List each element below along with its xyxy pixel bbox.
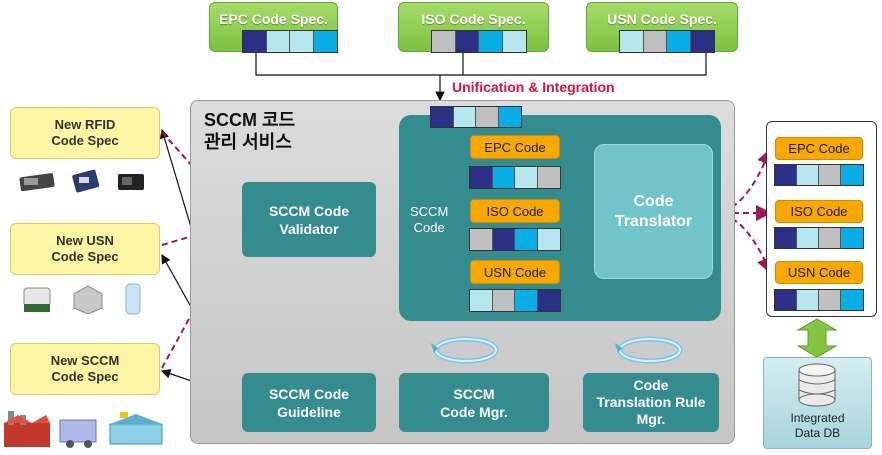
usn-code-cells — [469, 289, 561, 312]
usn-sensor-box-icon — [73, 285, 103, 315]
rfid-module-icon — [72, 169, 100, 193]
mgr-line2: Code Mgr. — [440, 403, 508, 420]
validator-line2: Validator — [279, 220, 339, 237]
code-translator: Code Translator — [594, 144, 713, 279]
usn-sensor-node-icon — [23, 287, 51, 312]
sccm-code-validator: SCCM Code Validator — [242, 182, 376, 257]
new-sccm-code-spec: New SCCM Code Spec — [10, 343, 160, 395]
new-usn-code-spec: New USN Code Spec — [10, 223, 160, 275]
usn-sensor-stick-icon — [125, 283, 141, 315]
spec-title: USN Code Spec. — [607, 11, 717, 27]
usn-code-label: USN Code — [470, 260, 560, 284]
usn-code-spec: USN Code Spec. — [586, 2, 738, 53]
db-label-line1: Integrated — [790, 411, 845, 425]
db-label: Integrated Data DB — [763, 411, 872, 441]
iso-code-spec: ISO Code Spec. — [398, 2, 549, 53]
code-translator-line1: Code — [633, 192, 674, 210]
bidirectional-arrow-icon — [796, 318, 838, 358]
iso-code-cells — [469, 228, 561, 251]
code-translator-line2: Translator — [614, 212, 693, 230]
building-icon — [109, 412, 163, 445]
epc-code-spec: EPC Code Spec. — [209, 2, 338, 53]
right-usn-code-label: USN Code — [775, 261, 863, 284]
spec-title: EPC Code Spec. — [219, 11, 328, 27]
sccm-code-mgr: SCCM Code Mgr. — [399, 373, 549, 432]
rfid-reader-icon — [19, 173, 55, 192]
service-title-line1: SCCM 코드 — [204, 110, 296, 130]
service-title-line2: 관리 서비스 — [204, 132, 292, 152]
right-iso-code-label: ISO Code — [775, 200, 863, 223]
mgr-line1: SCCM — [453, 385, 495, 402]
iso-code-label: ISO Code — [470, 199, 560, 223]
new-rfid-code-spec: New RFID Code Spec — [10, 107, 160, 159]
sccm-code-label: SCCM Code — [410, 204, 448, 236]
sccm-code-label-line1: SCCM — [410, 204, 449, 219]
right-usn-code-cells — [774, 289, 864, 311]
left-spec-line1: New USN — [56, 233, 114, 248]
rule-mgr-line1: Code — [633, 377, 669, 393]
left-spec-line2: Code Spec — [51, 133, 119, 148]
service-title: SCCM 코드 관리 서비스 — [204, 109, 295, 153]
left-spec-line2: Code Spec — [51, 369, 119, 384]
sccm-code-label-line2: Code — [413, 220, 445, 235]
rule-mgr-line3: Mgr. — [636, 411, 666, 427]
right-epc-code-label: EPC Code — [775, 137, 863, 160]
rule-mgr-line2: Translation Rule — [596, 394, 706, 410]
right-iso-code-cells — [774, 227, 864, 249]
sccm-code-guideline: SCCM Code Guideline — [242, 373, 376, 432]
epc-code-cells — [469, 166, 561, 189]
guideline-line1: SCCM Code — [268, 385, 350, 402]
epc-code-label: EPC Code — [470, 135, 560, 159]
database-icon — [798, 363, 836, 407]
factory-icon — [4, 411, 50, 447]
left-spec-line1: New SCCM — [50, 353, 120, 368]
rfid-tag-icon — [118, 174, 144, 190]
right-epc-code-cells — [774, 164, 864, 186]
machinery-icon — [59, 419, 97, 448]
cycle-arrow-icon — [431, 336, 499, 364]
top-join-lines — [255, 52, 707, 102]
code-cells — [242, 30, 338, 53]
left-spec-line2: Code Spec — [51, 249, 119, 264]
unified-code-cells — [430, 106, 522, 128]
validator-line1: SCCM Code — [268, 202, 350, 219]
code-translation-rule-mgr: Code Translation Rule Mgr. — [583, 373, 719, 432]
db-label-line2: Data DB — [794, 426, 841, 440]
code-cells — [431, 30, 527, 53]
unification-label: Unification & Integration — [452, 79, 615, 95]
cycle-arrow-icon — [615, 336, 683, 364]
spec-title: ISO Code Spec. — [421, 11, 526, 27]
guideline-line2: Guideline — [277, 403, 341, 420]
code-cells — [619, 30, 715, 53]
left-spec-line1: New RFID — [54, 117, 116, 132]
